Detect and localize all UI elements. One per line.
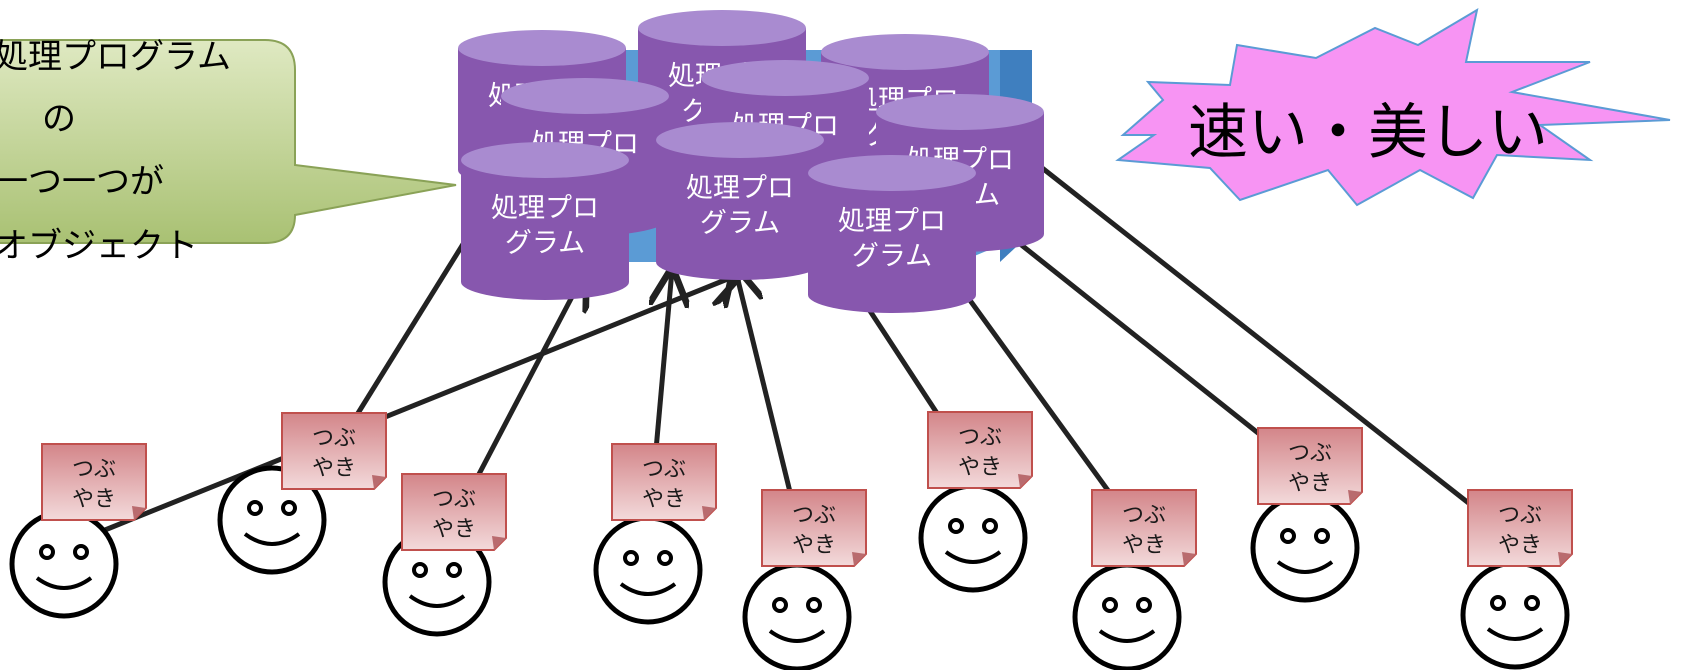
tweet-label-line-2: やき — [1122, 533, 1166, 558]
tweet-label-line-2: やき — [312, 456, 356, 481]
tweet-label-line-2: やき — [72, 487, 116, 512]
arrow-5 — [735, 268, 793, 493]
tweet-label-line-1: つぶ — [72, 457, 116, 482]
callout-line-1: 処理プログラム — [0, 37, 231, 77]
arrow-3 — [99, 274, 740, 535]
tweet-label-line-1: つぶ — [642, 457, 686, 482]
callout-line-2: の — [42, 99, 76, 139]
arrow-7 — [945, 268, 1115, 498]
tweet-label-line-2: やき — [792, 533, 836, 558]
program-label-line-2: グラム — [852, 241, 932, 272]
burst-text: 速い・美しい — [1188, 98, 1548, 168]
tweet-label-line-1: つぶ — [432, 487, 476, 512]
starburst: 速い・美しい — [1115, 7, 1671, 207]
tweet-label-line-2: やき — [432, 517, 476, 542]
smiley-face-icon — [742, 562, 852, 670]
program-label-line-2: グラム — [700, 208, 780, 239]
tweet-label-line-2: やき — [642, 487, 686, 512]
tweet-label-line-1: つぶ — [1122, 503, 1166, 528]
program-cylinder: 処理プログラム — [461, 142, 629, 300]
callout-line-4: オブジェクト — [0, 226, 198, 266]
smiley-face-icon — [217, 465, 327, 575]
smiley-face-icon — [1072, 562, 1182, 670]
tweet-label-line-1: つぶ — [1288, 441, 1332, 466]
callout-bubble: 処理プログラム の 一つ一つが オブジェクト — [0, 37, 457, 266]
program-label-line-1: 処理プロ — [838, 206, 946, 237]
program-label-line-1: 処理プロ — [491, 193, 599, 224]
tweet-label-line-2: やき — [958, 455, 1002, 480]
tweet-label-line-1: つぶ — [312, 426, 356, 451]
smiley-face-icon — [9, 509, 119, 619]
smiley-face-icon — [593, 515, 703, 625]
arrow-2 — [475, 272, 585, 478]
tweet-label-line-2: やき — [1288, 471, 1332, 496]
tweet-label-line-1: つぶ — [792, 503, 836, 528]
callout-line-3: 一つ一つが — [0, 162, 164, 202]
tweet-label-line-1: つぶ — [958, 425, 1002, 450]
arrow-9 — [1030, 158, 1482, 514]
program-label-line-2: グラム — [505, 228, 585, 259]
connection-arrows — [99, 158, 1482, 535]
program-cylinder: 処理プログラム — [808, 155, 976, 313]
program-cylinder: 処理プログラム — [656, 122, 824, 280]
arrow-8 — [998, 226, 1284, 454]
tweet-label-line-2: やき — [1498, 533, 1542, 558]
program-cylinders: 処理プログラム処理プログラム処理プログラム処理プログラム処理プログラム処理プログ… — [458, 10, 1044, 313]
arrow-4 — [656, 270, 672, 451]
program-label-line-1: 処理プロ — [686, 173, 794, 204]
smiley-face-icon — [918, 483, 1028, 593]
smiley-face-icon — [1250, 493, 1360, 603]
arrow-1 — [352, 218, 481, 420]
tweet-label-line-1: つぶ — [1498, 503, 1542, 528]
smiley-face-icon — [1460, 560, 1570, 670]
